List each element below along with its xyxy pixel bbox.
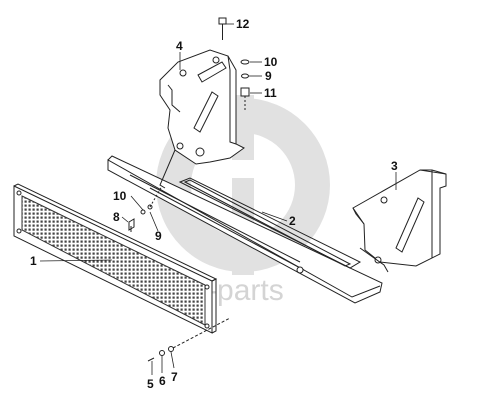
callout-6: 6	[159, 374, 166, 388]
grille-panel	[13, 183, 218, 334]
callout-3: 3	[391, 159, 398, 173]
bottom-fasteners	[147, 317, 231, 362]
callout-9-top: 9	[265, 69, 272, 83]
callout-12: 12	[236, 17, 250, 31]
callout-9-mid: 9	[155, 229, 162, 243]
callout-1: 1	[30, 254, 37, 268]
leader-lines	[39, 23, 397, 375]
callout-10-top: 10	[264, 55, 278, 69]
callout-8: 8	[113, 210, 120, 224]
callout-10-mid: 10	[113, 189, 127, 203]
rail-bar	[107, 155, 383, 304]
top-fasteners	[218, 17, 250, 110]
left-bracket	[159, 49, 245, 189]
callout-2: 2	[289, 214, 296, 228]
callout-7: 7	[171, 370, 178, 384]
callout-5: 5	[147, 377, 154, 391]
callout-11: 11	[264, 86, 277, 100]
callout-4: 4	[176, 39, 183, 53]
right-bracket	[352, 169, 447, 273]
